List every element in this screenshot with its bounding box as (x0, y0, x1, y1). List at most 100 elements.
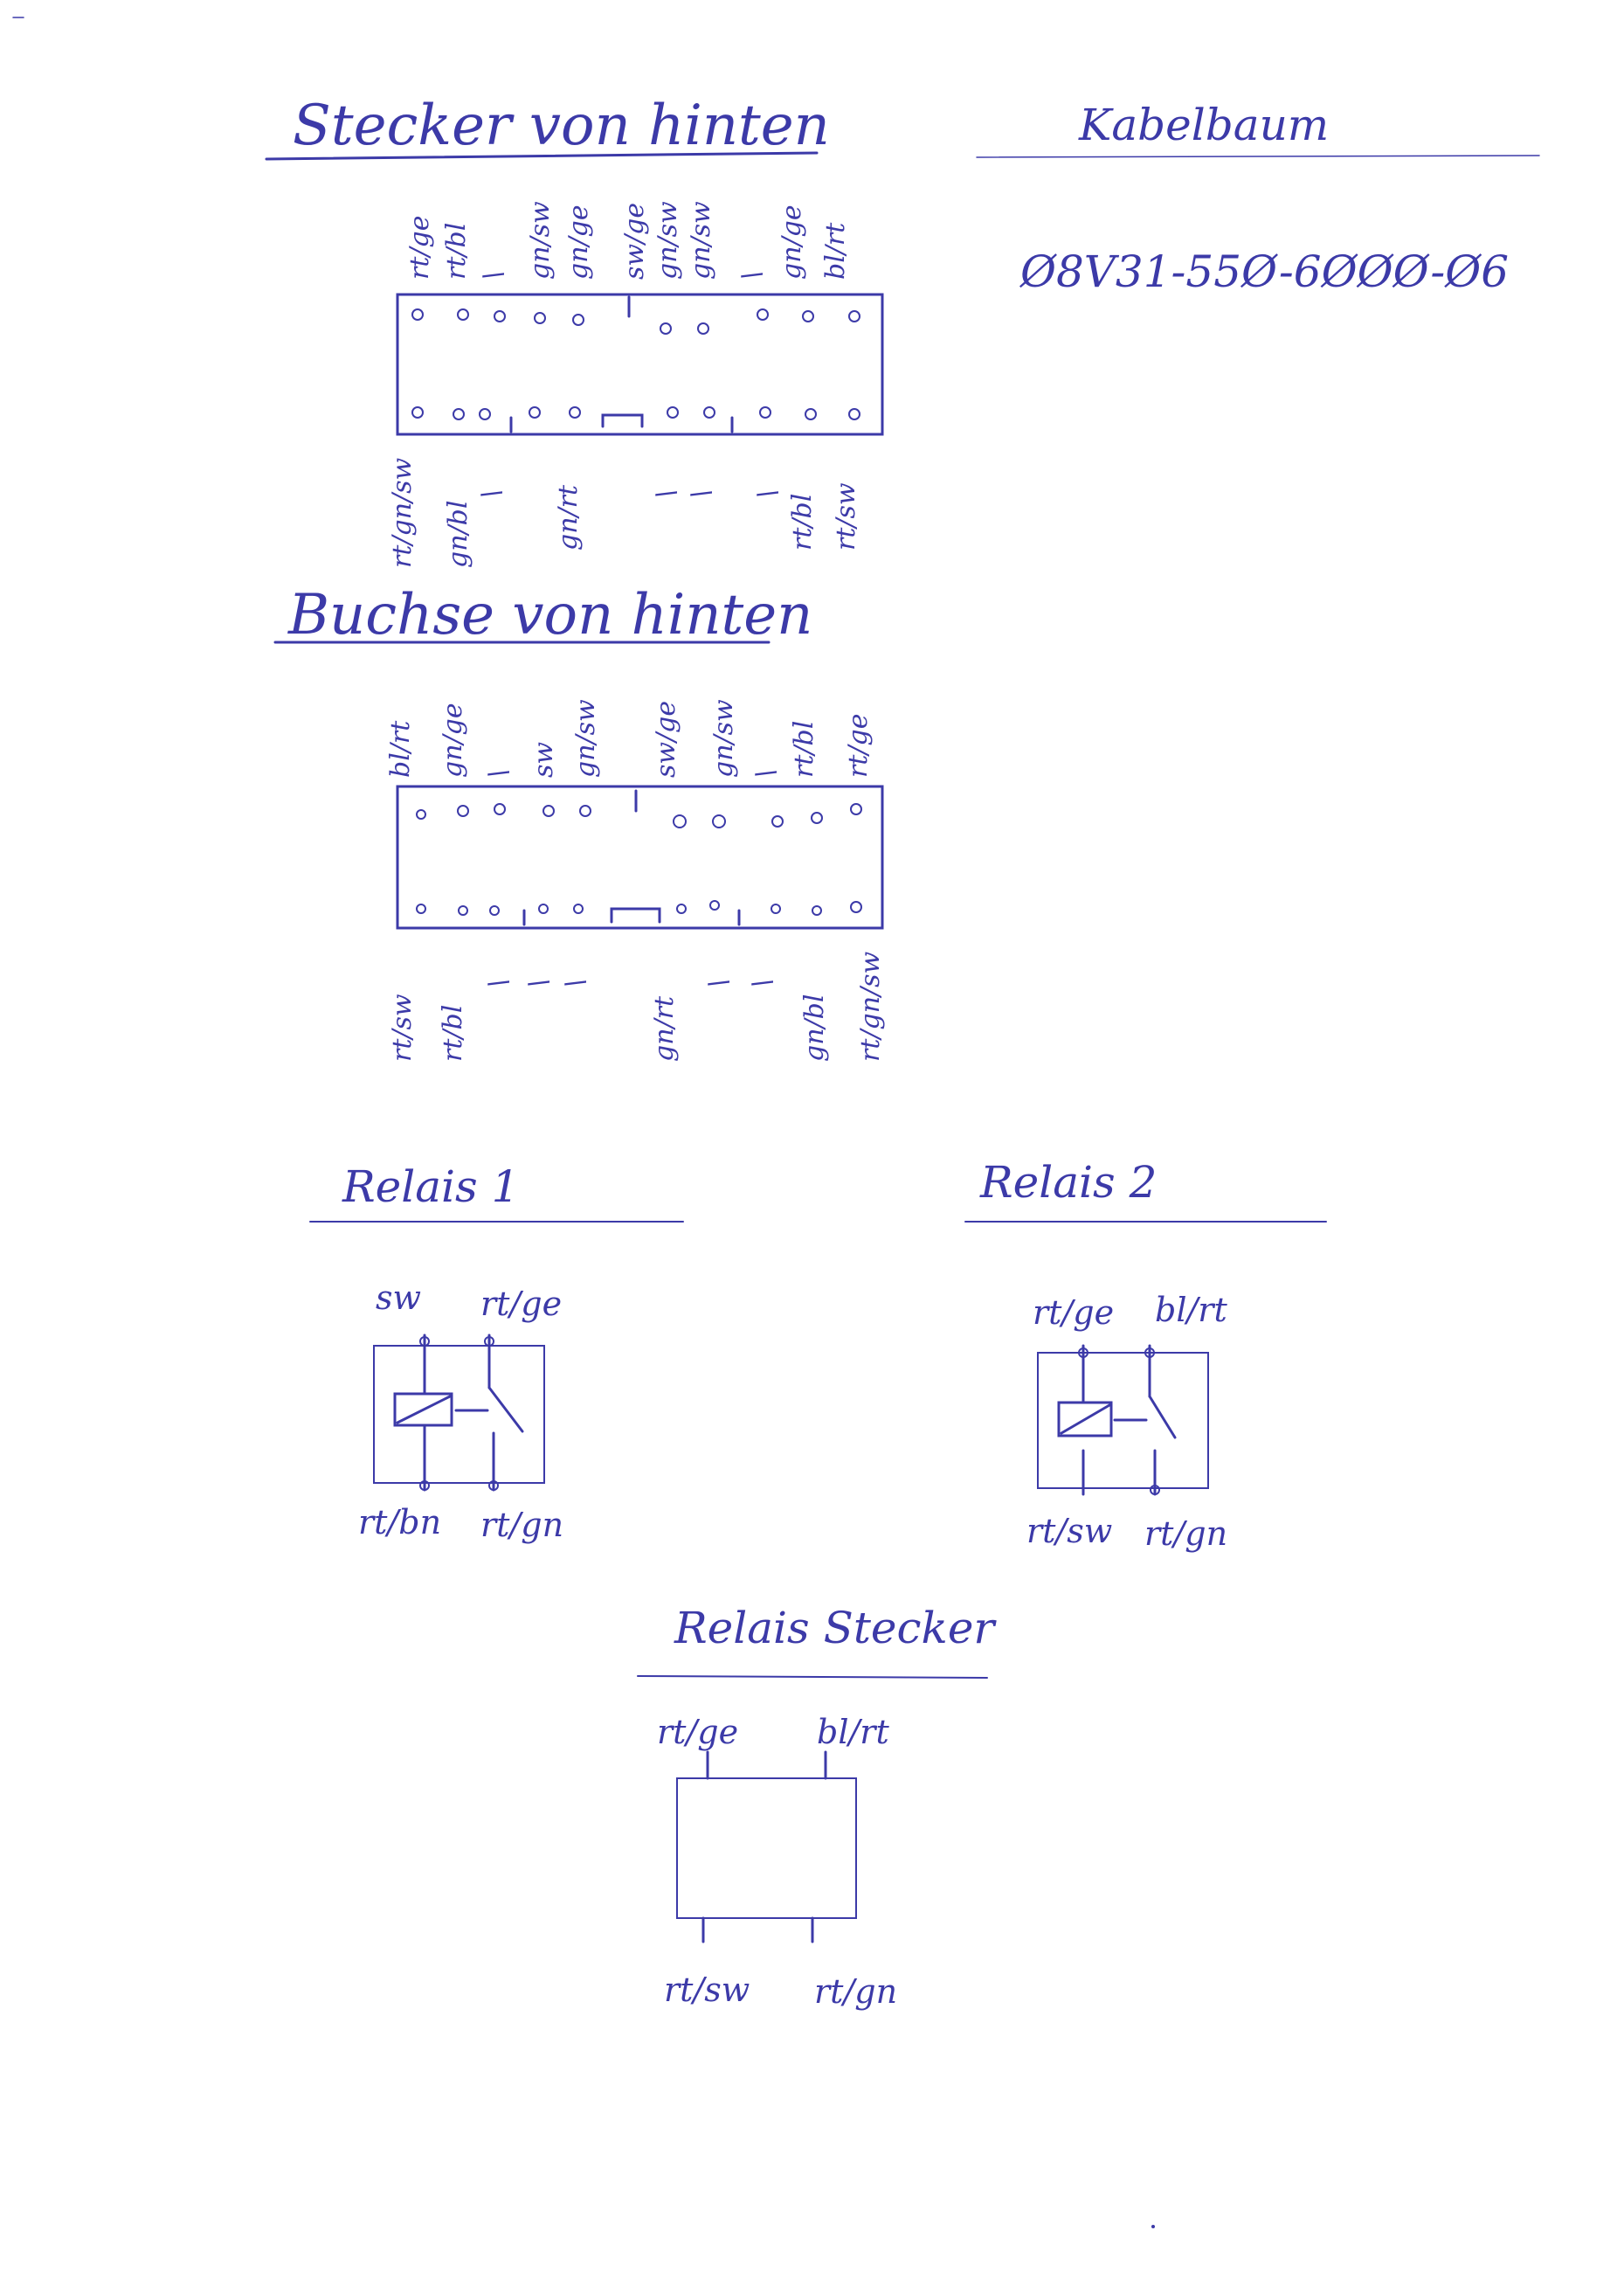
stecker-bottom-holes (411, 406, 860, 420)
buchse-bottom-labels: rt/sw rt/bl \ \ \ gn/rt \ \ gn/bl rt/gn/… (387, 951, 886, 1062)
relais2-housing (1037, 1352, 1209, 1489)
buchse-section: Buchse von hinten bl/rt gn/ge \ sw gn/sw… (273, 583, 886, 1062)
stecker-top-label: \ (478, 271, 508, 280)
pin-hole (572, 314, 584, 326)
pin-hole (703, 406, 715, 419)
relais2-coil (1057, 1401, 1113, 1437)
buchse-title: Buchse von hinten (287, 583, 812, 648)
pin-hole (712, 814, 726, 828)
relais1-title: Relais 1 (342, 1161, 519, 1212)
buchse-top-label: bl/rt (385, 720, 416, 778)
stecker-top-label: gn/ge (563, 204, 594, 280)
buchse-bottom-label: \ (560, 979, 591, 987)
relais2-top-left-label: rt/ge (1033, 1293, 1114, 1332)
relais2-terminal (1078, 1347, 1088, 1358)
stecker-bottom-label: \ (686, 489, 716, 498)
buchse-top-label: gn/sw (708, 699, 739, 778)
buchse-key-mark-bottom (610, 907, 661, 924)
buchse-top-label: \ (750, 769, 781, 778)
stecker-top-label: gn/sw (653, 201, 683, 280)
relais1-top-right-label: rt/ge (480, 1285, 562, 1323)
pin-hole (759, 406, 771, 419)
pin-hole (573, 904, 584, 914)
relais-stecker-title: Relais Stecker (674, 1603, 997, 1653)
buchse-bottom-label: gn/bl (799, 994, 830, 1062)
stecker-top-label: gn/sw (686, 201, 716, 280)
stecker-top-label: gn/sw (525, 201, 556, 280)
relais1-terminal (419, 1480, 430, 1491)
relais1-bottom-left-label: rt/bn (358, 1503, 441, 1541)
buchse-top-label: gn/sw (570, 699, 601, 778)
buchse-bottom-label: \ (483, 979, 514, 987)
relais-stecker-top-left-label: rt/ge (657, 1713, 738, 1751)
relais2-terminal (1144, 1347, 1155, 1358)
pin-hole (416, 904, 426, 914)
relais1-housing (373, 1345, 545, 1484)
pin-hole (457, 805, 469, 817)
pin-hole (411, 308, 424, 321)
buchse-bottom-holes (416, 900, 862, 916)
pin-hole (542, 805, 555, 817)
buchse-top-labels: bl/rt gn/ge \ sw gn/sw sw/ge gn/sw \ rt/… (385, 699, 874, 778)
stecker-bottom-label: gn/rt (553, 484, 584, 551)
relais1-switch-contact (487, 1386, 524, 1433)
kabelbaum-title: Kabelbaum (1078, 100, 1329, 150)
stecker-top-label: rt/ge (404, 216, 435, 280)
buchse-bottom-label: \ (523, 979, 554, 987)
pin-hole (529, 406, 541, 419)
kabelbaum-part-number: Ø8V31-55Ø-6ØØØ-Ø6 (1019, 246, 1509, 297)
stecker-bottom-label: rt/gn/sw (387, 457, 418, 568)
relais2-bottom-left-label: rt/sw (1026, 1512, 1112, 1550)
relais1-section: Relais 1 sw rt/ge rt/bn rt/gn (309, 1161, 684, 1544)
relais-stecker-housing (676, 1777, 857, 1919)
relais-stecker-section: Relais Stecker rt/ge bl/rt rt/sw rt/gn (637, 1603, 997, 2011)
pin-hole (479, 408, 491, 420)
stecker-section: Stecker von hinten rt/ge rt/bl \ gn/sw g… (265, 94, 884, 568)
pin-hole (569, 406, 581, 419)
stecker-key-mark-bottom (601, 413, 644, 428)
pin-hole (811, 812, 823, 824)
pin-hole (697, 322, 709, 335)
pin-hole (667, 406, 679, 419)
pin-hole (805, 408, 817, 420)
stecker-top-label: rt/bl (441, 223, 472, 280)
pin-hole (771, 815, 784, 828)
stecker-bottom-labels: rt/gn/sw gn/bl \ gn/rt \ \ \ rt/bl rt/sw (387, 457, 861, 568)
buchse-top-label: gn/ge (438, 703, 468, 778)
buchse-bottom-label: \ (747, 979, 777, 987)
pin-hole (673, 814, 687, 828)
stecker-top-label: bl/rt (820, 222, 851, 280)
buchse-bottom-label: rt/bl (438, 1005, 468, 1062)
stecker-bottom-label: \ (752, 489, 783, 498)
stecker-bottom-label: \ (651, 489, 681, 498)
buchse-top-label: rt/bl (789, 721, 819, 778)
stecker-title-underline (265, 151, 819, 161)
pin-hole (802, 310, 814, 322)
pin-hole (660, 322, 672, 335)
buchse-top-label: sw (529, 742, 559, 778)
stecker-top-holes (411, 308, 860, 335)
buchse-bottom-label: gn/rt (649, 995, 680, 1062)
pin-hole (453, 408, 465, 420)
relais-stecker-top-right-label: bl/rt (817, 1713, 889, 1751)
pin-hole (848, 408, 860, 420)
stecker-top-label: sw/ge (619, 203, 650, 280)
stecker-bottom-label: rt/sw (831, 482, 861, 551)
pin-hole (411, 406, 424, 419)
pin-hole (494, 803, 506, 815)
pin-hole (757, 308, 769, 321)
relais2-bottom-right-label: rt/gn (1144, 1514, 1227, 1553)
stecker-bottom-label: \ (476, 489, 507, 498)
pin-hole (538, 904, 549, 914)
relais2-title: Relais 2 (979, 1157, 1157, 1208)
relais1-bottom-right-label: rt/gn (480, 1506, 563, 1544)
pin-hole (494, 310, 506, 322)
stecker-connector-body (396, 293, 884, 436)
stecker-title: Stecker von hinten (293, 94, 830, 158)
pin-hole (676, 904, 687, 914)
buchse-top-label: sw/ge (651, 701, 681, 778)
relais2-coil-diagonal (1060, 1403, 1111, 1435)
buchse-bottom-label: rt/gn/sw (855, 951, 886, 1062)
relais1-terminal (484, 1336, 494, 1347)
